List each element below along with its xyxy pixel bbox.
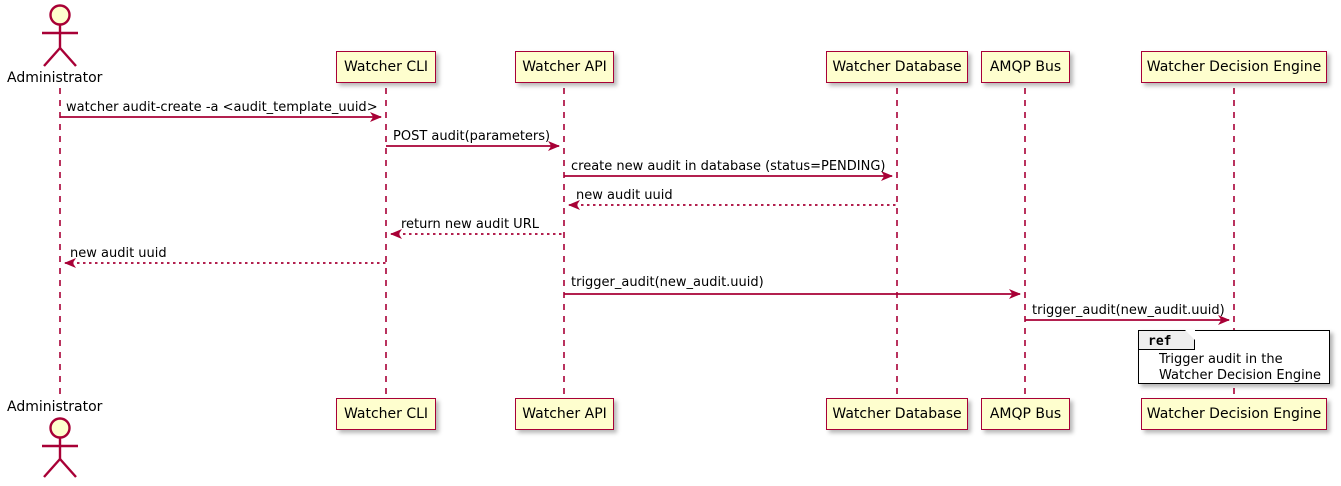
ref-body-line-1: Trigger audit in the: [1159, 352, 1283, 367]
ref-tab-corner-icon: [1185, 330, 1195, 340]
participant-label: Watcher Database: [832, 406, 962, 422]
participant-label: Watcher Database: [832, 59, 962, 75]
participant-api-top[interactable]: Watcher API: [515, 51, 614, 83]
participant-amqp-top[interactable]: AMQP Bus: [981, 51, 1070, 83]
participant-amqp-bottom[interactable]: AMQP Bus: [981, 398, 1070, 430]
participant-label: Watcher CLI: [343, 406, 429, 422]
participant-api-bottom[interactable]: Watcher API: [515, 398, 614, 430]
ref-keyword: ref: [1148, 334, 1172, 349]
message-label-5: return new audit URL: [401, 217, 539, 232]
message-arrows: [60, 112, 1230, 325]
message-label-2: POST audit(parameters): [393, 129, 551, 144]
participant-cli-bottom[interactable]: Watcher CLI: [336, 398, 436, 430]
participant-db-top[interactable]: Watcher Database: [826, 51, 968, 83]
message-label-4: new audit uuid: [576, 188, 673, 203]
message-label-6: new audit uuid: [70, 246, 167, 261]
actor-label-admin-bottom: Administrator: [7, 399, 103, 415]
participant-label: Watcher Decision Engine: [1146, 59, 1322, 75]
participant-label: Watcher Decision Engine: [1146, 406, 1322, 422]
participant-cli-top[interactable]: Watcher CLI: [336, 51, 436, 83]
participant-label: Watcher API: [522, 406, 607, 422]
participant-label: Watcher CLI: [343, 59, 429, 75]
actor-admin-top: [42, 4, 78, 67]
participant-label: AMQP Bus: [989, 406, 1062, 422]
message-label-8: trigger_audit(new_audit.uuid): [1032, 303, 1225, 318]
participant-label: AMQP Bus: [989, 59, 1062, 75]
ref-tab: [1139, 330, 1195, 350]
participant-wde-bottom[interactable]: Watcher Decision Engine: [1141, 398, 1327, 430]
actor-admin-bottom: [42, 417, 78, 478]
lifelines: [59, 88, 1235, 398]
actor-label-admin-top: Administrator: [7, 70, 103, 86]
message-label-1: watcher audit-create -a <audit_template_…: [66, 100, 378, 115]
participant-label: Watcher API: [522, 59, 607, 75]
message-label-3: create new audit in database (status=PEN…: [571, 159, 886, 174]
ref-body-line-2: Watcher Decision Engine: [1159, 368, 1321, 383]
message-label-7: trigger_audit(new_audit.uuid): [571, 275, 764, 290]
ref-fragment: ref Trigger audit in the Watcher Decisio…: [1138, 330, 1330, 384]
participant-wde-top[interactable]: Watcher Decision Engine: [1141, 51, 1327, 83]
participant-db-bottom[interactable]: Watcher Database: [826, 398, 968, 430]
